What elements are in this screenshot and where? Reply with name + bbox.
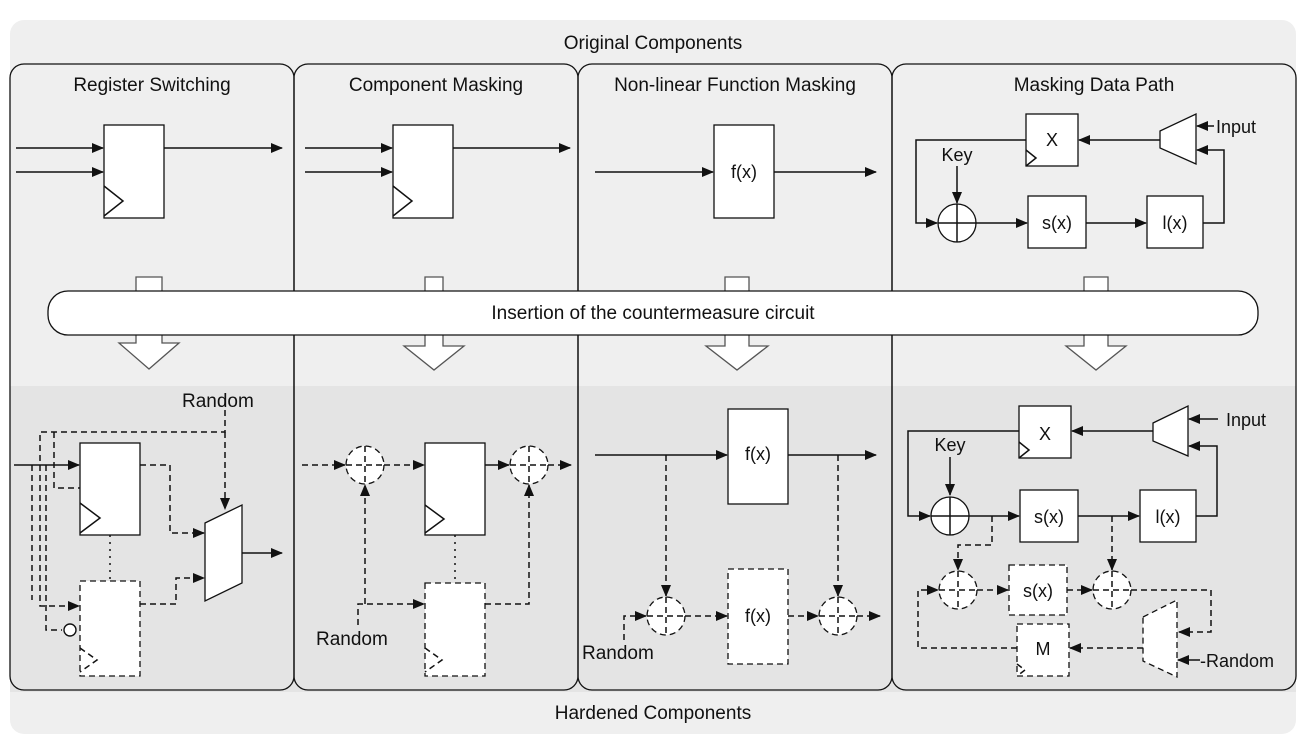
c4-lx-box [1146, 195, 1204, 249]
c4-h-sx-box [1019, 489, 1079, 543]
c4-sx-label: s(x) [1042, 213, 1072, 233]
c3-function-box [713, 124, 775, 219]
c4-mux [1159, 112, 1197, 166]
c3-hardened-function [727, 408, 789, 505]
c2-mask-register [424, 582, 486, 677]
c4-mask-register-m [1016, 623, 1070, 677]
c1-random-label: Random [182, 391, 254, 412]
c3-original: f(x) [595, 124, 877, 219]
c4-original: X Input Key s(x) l(x) [915, 112, 1256, 249]
c4-mask-mux [1142, 598, 1178, 679]
c1-register [103, 124, 165, 219]
c4-h-sx-label: s(x) [1034, 507, 1064, 527]
column-panel-4 [891, 63, 1297, 691]
c4-m-label: M [1036, 639, 1051, 659]
c3-hardened-fx-label: f(x) [745, 444, 771, 464]
column-title-masking-data-path: Masking Data Path [1014, 75, 1175, 96]
c4-masked-sx-box [1008, 564, 1068, 616]
c2-random-label: Random [316, 629, 388, 650]
c3-hardened: f(x) f(x) Random [582, 408, 881, 665]
c4-h-lx-label: l(x) [1156, 507, 1181, 527]
c4-key-label: Key [941, 145, 972, 165]
c1-original [16, 124, 283, 219]
c3-masked-fx-label: f(x) [745, 606, 771, 626]
column-title-register-switching: Register Switching [73, 75, 230, 96]
c4-h-lx-box [1139, 489, 1197, 543]
c4-h-mux [1152, 404, 1189, 457]
c3-random-label: Random [582, 643, 654, 664]
c1-hardened-register [79, 442, 141, 536]
c4-h-input-label: Input [1226, 410, 1266, 430]
c4-x-label: X [1046, 130, 1058, 150]
c1-hardened: Random [14, 391, 283, 677]
c2-original [305, 124, 571, 219]
c2-register [392, 124, 454, 219]
column-title-nonlinear-masking: Non-linear Function Masking [614, 75, 856, 96]
c4-lx-label: l(x) [1163, 213, 1188, 233]
c3-fx-label: f(x) [731, 162, 757, 182]
c2-hardened-register [424, 442, 486, 536]
column-title-component-masking: Component Masking [349, 75, 523, 96]
title-original: Original Components [564, 33, 742, 54]
c4-hardened: X Input Key s(x) l(x) s(x) [907, 404, 1274, 679]
banner-text: Insertion of the countermeasure circuit [491, 303, 815, 324]
c4-input-label: Input [1216, 117, 1256, 137]
c4-sx-box [1027, 195, 1087, 249]
c1-duplicate-register [79, 580, 141, 677]
c4-random-label: -Random [1200, 651, 1274, 671]
c4-h-x-label: X [1039, 424, 1051, 444]
c2-hardened: Random [302, 442, 572, 677]
c4-masked-sx-label: s(x) [1023, 581, 1053, 601]
c3-masked-function [727, 568, 789, 665]
banner [47, 290, 1259, 336]
c4-h-key-label: Key [934, 435, 965, 455]
c1-mux [204, 503, 243, 603]
title-hardened: Hardened Components [555, 703, 751, 724]
